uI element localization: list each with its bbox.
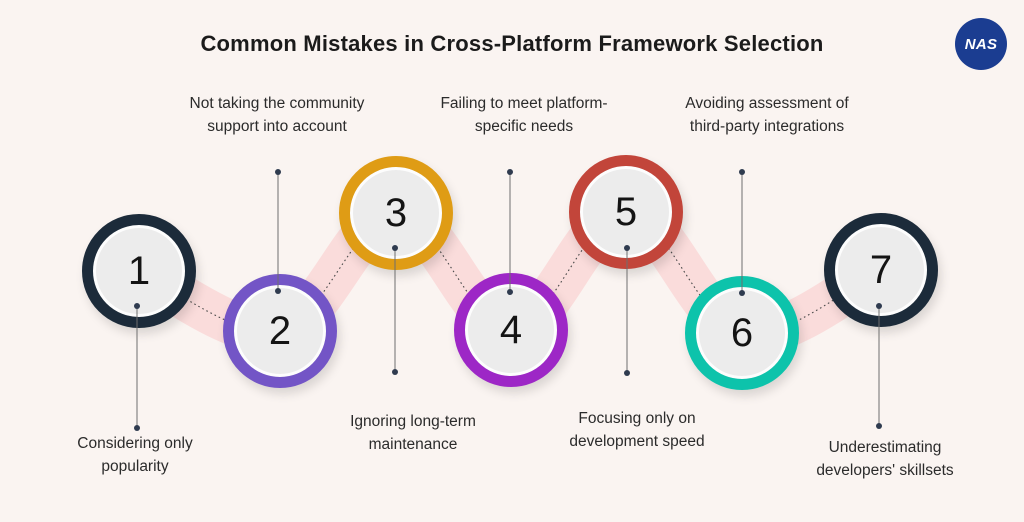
dot-4a [507,169,513,175]
dot-1b [134,425,140,431]
step-number-6: 6 [730,311,754,355]
step-number-1: 1 [127,249,151,293]
dot-5b [624,370,630,376]
step-circle-1: 1 [82,214,196,328]
step-number-4: 4 [499,308,523,352]
dot-7b [876,423,882,429]
step-circle-4: 4 [454,273,568,387]
step-circle-7: 7 [824,213,938,327]
nas-logo: NAS [955,18,1007,70]
step-label-2: Not taking the community support into ac… [189,95,365,135]
step-number-3: 3 [384,191,408,235]
step-label-1: Considering only popularity [77,435,193,475]
step-circle-3: 3 [339,156,453,270]
dot-3b [392,369,398,375]
dot-2a [275,169,281,175]
page-title: Common Mistakes in Cross-Platform Framew… [200,31,824,56]
step-label-6: Avoiding assessment of third-party integ… [685,95,849,135]
step-label-3: Ignoring long-term maintenance [350,413,476,453]
step-number-7: 7 [869,248,893,292]
step-circle-5: 5 [569,155,683,269]
step-number-5: 5 [614,190,638,234]
step-circle-2: 2 [223,274,337,388]
step-label-5: Focusing only on development speed [569,410,705,450]
step-circle-6: 6 [685,276,799,390]
step-number-2: 2 [268,309,292,353]
step-label-7: Underestimating developers' skillsets [816,439,954,479]
step-label-4: Failing to meet platform- specific needs [440,95,608,135]
dot-6a [739,169,745,175]
nas-logo-text: NAS [964,35,998,53]
